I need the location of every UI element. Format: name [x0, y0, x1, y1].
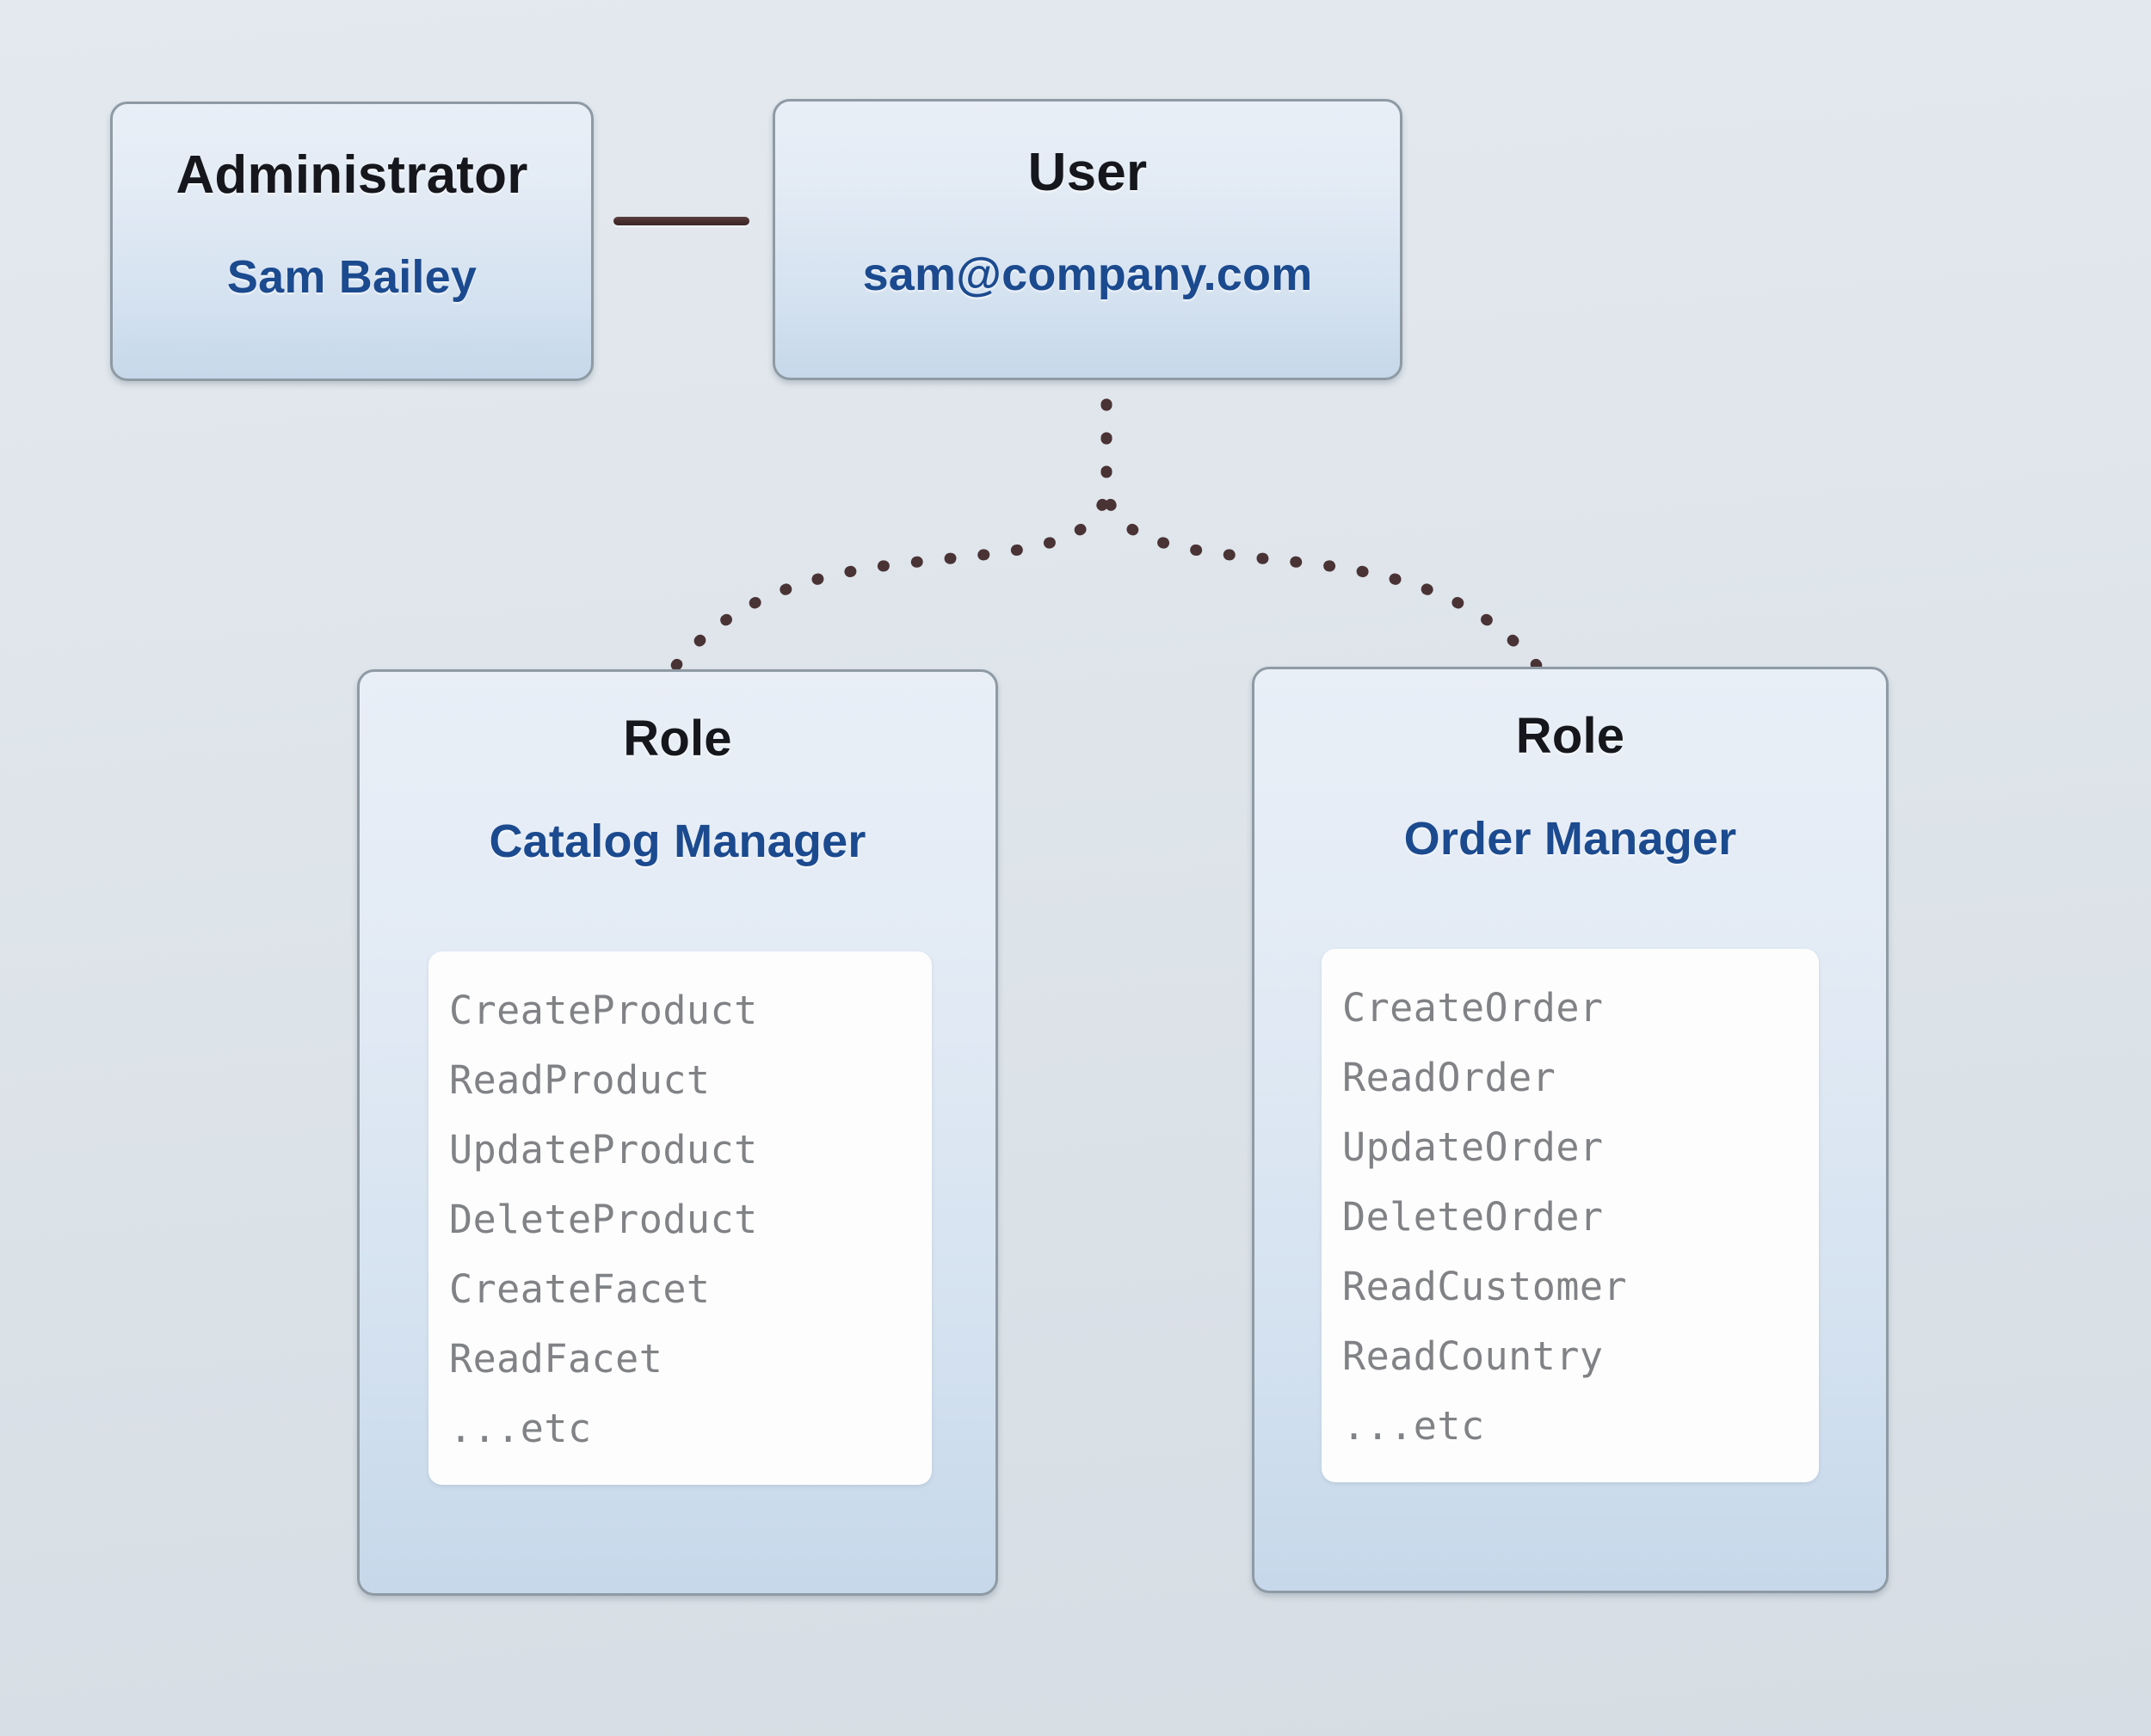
- connector-administrator-to-user: [613, 217, 749, 225]
- administrator-node-title: Administrator: [176, 145, 528, 205]
- permission-item: DeleteProduct: [449, 1197, 758, 1242]
- permission-item: ...etc: [1342, 1403, 1485, 1449]
- administrator-node[interactable]: Administrator Sam Bailey: [110, 102, 594, 381]
- permission-item: UpdateProduct: [449, 1127, 758, 1173]
- role-node-title: Role: [1515, 708, 1625, 764]
- permission-item: CreateProduct: [449, 988, 758, 1033]
- permission-item: ReadProduct: [449, 1057, 711, 1103]
- role-node-subtitle: Catalog Manager: [489, 815, 866, 867]
- role-node-title: Role: [623, 711, 732, 766]
- permission-item: ReadFacet: [449, 1336, 663, 1382]
- administrator-node-subtitle: Sam Bailey: [226, 251, 478, 304]
- role-node-subtitle: Order Manager: [1403, 812, 1737, 865]
- permission-item: ReadOrder: [1342, 1055, 1556, 1100]
- user-node-title: User: [1027, 143, 1148, 202]
- permission-item: ReadCountry: [1342, 1333, 1604, 1379]
- permission-item: DeleteOrder: [1342, 1194, 1604, 1240]
- user-node[interactable]: User sam@company.com: [773, 99, 1402, 380]
- permission-item: CreateOrder: [1342, 985, 1604, 1031]
- permission-item: ReadCustomer: [1342, 1264, 1628, 1309]
- user-node-subtitle: sam@company.com: [862, 249, 1313, 301]
- permission-item: ...etc: [449, 1406, 592, 1451]
- permission-item: CreateFacet: [449, 1266, 711, 1312]
- permission-item: UpdateOrder: [1342, 1124, 1604, 1170]
